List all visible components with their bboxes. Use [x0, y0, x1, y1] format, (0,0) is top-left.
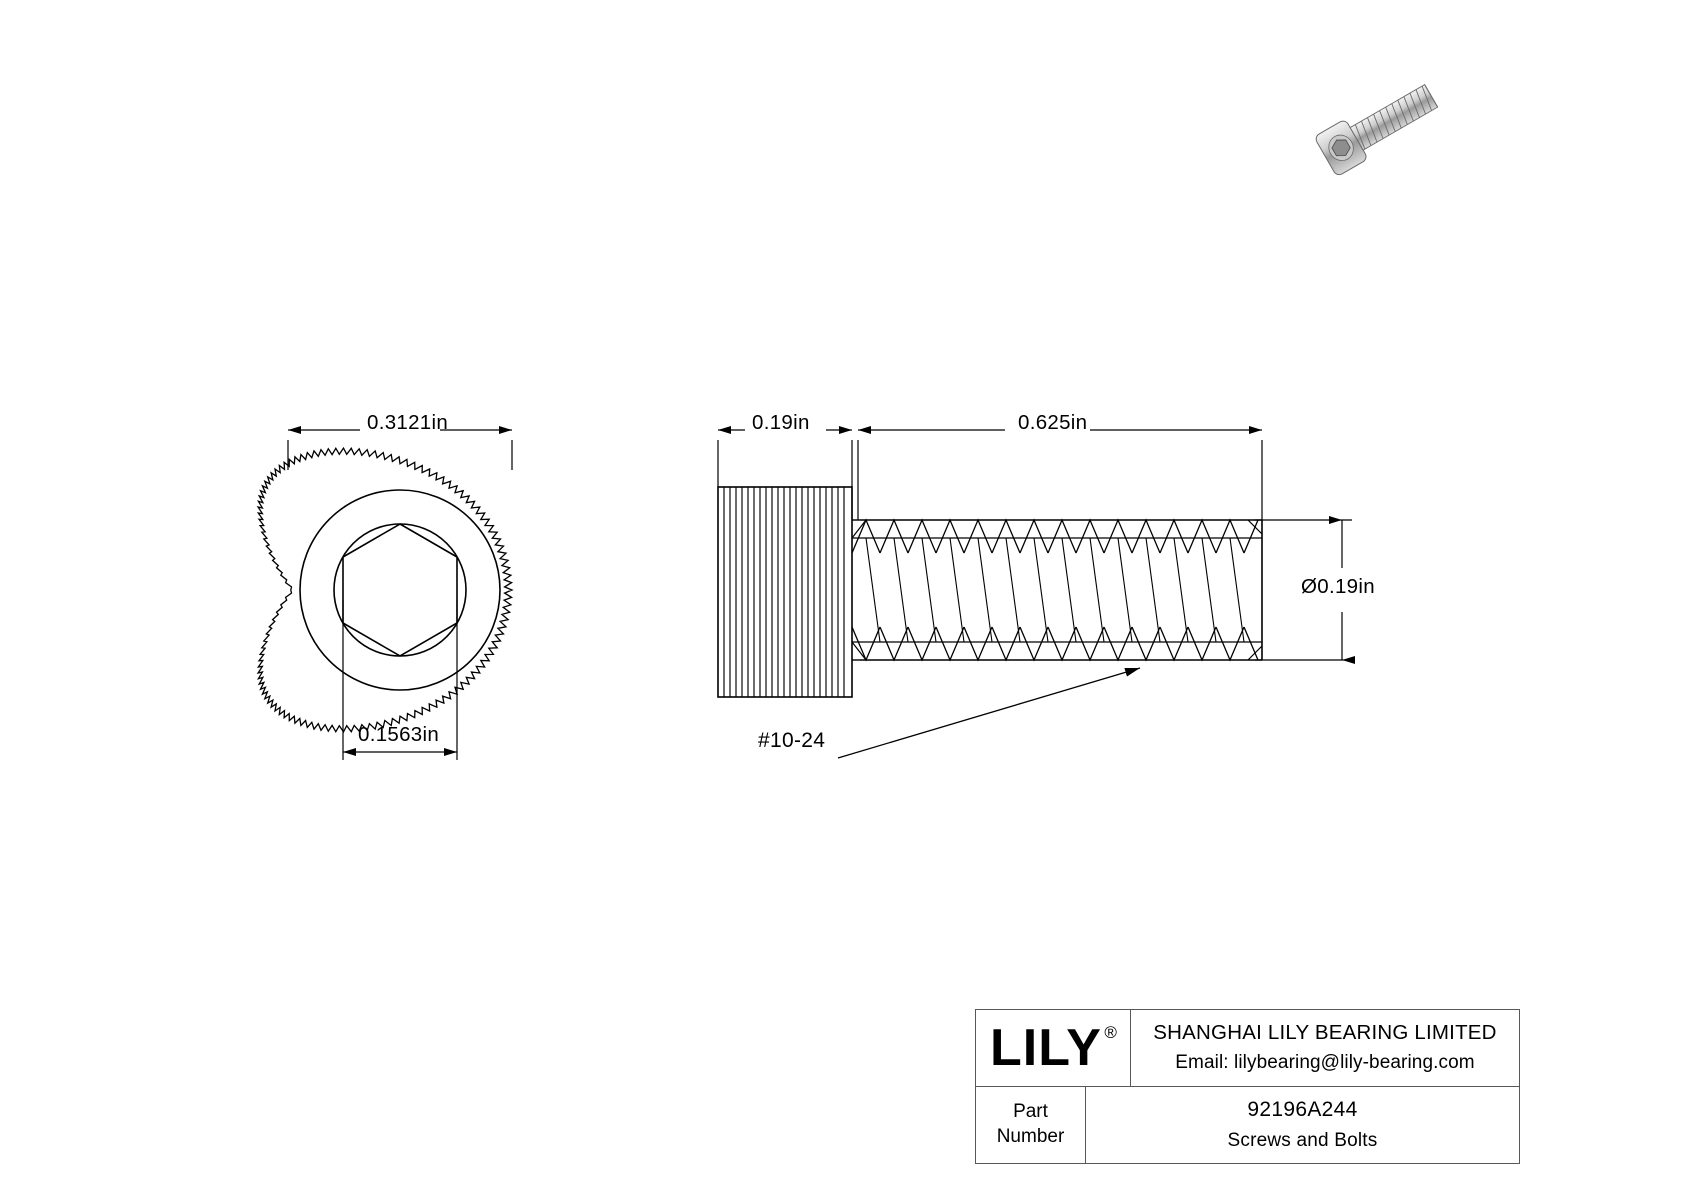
company-logo-cell: LILY® — [976, 1010, 1131, 1086]
hex-socket — [342, 523, 458, 657]
head-knurl-lines — [723, 487, 845, 697]
head-outer-circle — [299, 489, 501, 691]
dim-shank-diameter-label: Ø0.19in — [1301, 575, 1375, 598]
company-name: SHANGHAI LILY BEARING LIMITED — [1153, 1021, 1497, 1045]
company-logo: LILY® — [990, 1018, 1118, 1077]
part-number-value: 92196A244 — [1247, 1097, 1358, 1121]
side-profile-view — [717, 486, 1263, 698]
dim-hex-socket-label: 0.1563in — [358, 723, 440, 746]
dim-hex-socket-line — [342, 600, 458, 760]
part-info-cell: 92196A244 Screws and Bolts — [1086, 1087, 1519, 1164]
title-block-top-row: LILY® SHANGHAI LILY BEARING LIMITED Emai… — [976, 1010, 1519, 1087]
registered-trademark-icon: ® — [1104, 1022, 1118, 1042]
dim-head-height-label: 0.19in — [752, 411, 810, 434]
dim-thread-length-label: 0.625in — [1018, 411, 1088, 434]
isometric-preview-icon — [1315, 83, 1439, 176]
head-end-view — [256, 446, 514, 734]
thread-crests-top — [851, 518, 1259, 554]
part-number-label-line2: Number — [996, 1125, 1065, 1147]
thread-crests-bottom — [851, 626, 1259, 662]
socket-bore-circle — [333, 523, 467, 657]
head-body — [717, 486, 853, 698]
title-block-bottom-row: Part Number 92196A244 Screws and Bolts — [976, 1086, 1519, 1164]
dim-head-width-label: 0.3121in — [367, 411, 449, 434]
part-category: Screws and Bolts — [1227, 1129, 1378, 1151]
dim-length-line — [857, 426, 1263, 520]
company-logo-text: LILY — [990, 1018, 1102, 1077]
thread-callout-leader — [837, 667, 1141, 759]
dim-head-height-line — [717, 426, 853, 520]
dim-head-width-line — [287, 426, 513, 470]
part-number-label-cell: Part Number — [976, 1086, 1086, 1163]
company-email: Email: lilybearing@lily-bearing.com — [1175, 1052, 1475, 1074]
title-block: LILY® SHANGHAI LILY BEARING LIMITED Emai… — [975, 1009, 1520, 1164]
part-number-label-line1: Part — [1013, 1101, 1048, 1123]
company-info-cell: SHANGHAI LILY BEARING LIMITED Email: lil… — [1131, 1010, 1519, 1086]
knurl-teeth — [256, 446, 514, 734]
thread-spec-label: #10-24 — [758, 729, 826, 752]
thread-helix-lines — [865, 537, 1245, 643]
dim-diameter-line — [1255, 516, 1355, 664]
